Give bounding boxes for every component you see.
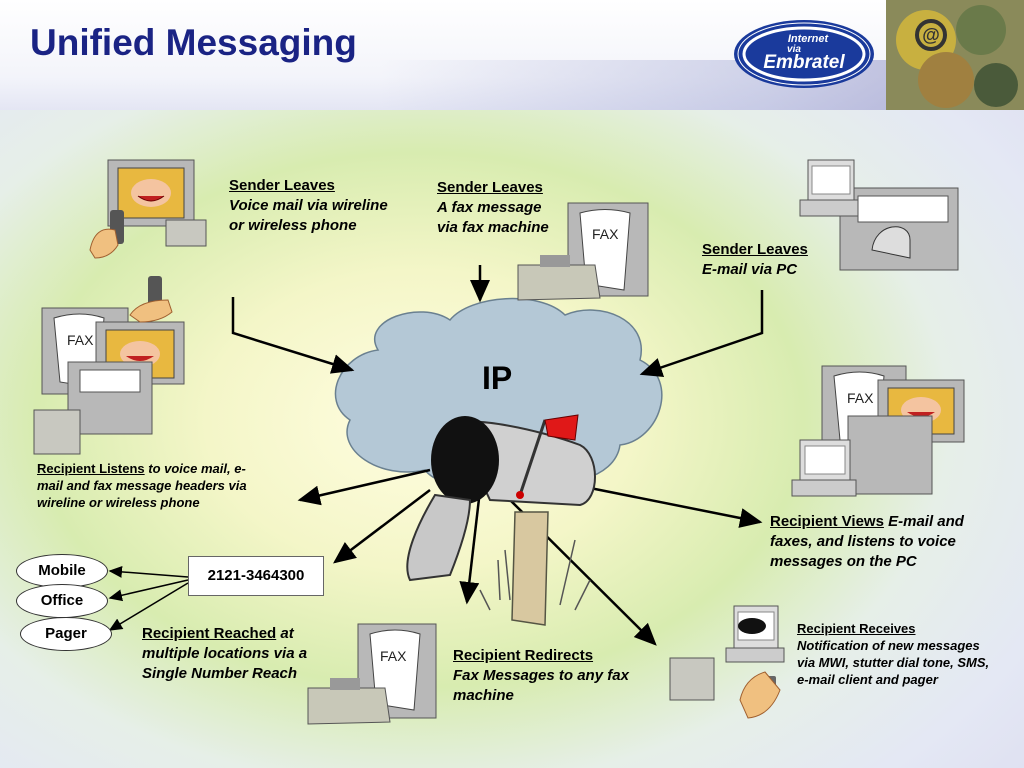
fax-sheet-label: FAX bbox=[67, 332, 94, 348]
location-mobile-oval: Mobile bbox=[16, 554, 108, 588]
fax-sheet-label: FAX bbox=[847, 390, 874, 406]
number-arrows bbox=[108, 565, 189, 631]
recipient-receives-heading: Recipient Receives bbox=[797, 621, 916, 636]
recipient-views-heading: Recipient Views bbox=[770, 513, 884, 530]
embratel-logo: Internet via Embratel bbox=[734, 20, 874, 88]
recipient-reached-heading: Recipient Reached bbox=[142, 625, 277, 642]
svg-text:@: @ bbox=[922, 25, 940, 45]
redirect-fax-icon bbox=[307, 623, 437, 725]
sender-voice-text: Sender Leaves Voice mail via wireline or… bbox=[229, 176, 404, 236]
recipient-reached-text: Recipient Reached at multiple locations … bbox=[142, 624, 352, 684]
sender-fax-text: Sender Leaves A fax message via fax mach… bbox=[437, 178, 565, 238]
recipient-redirects-body: Fax Messages to any fax machine bbox=[453, 667, 629, 704]
email-pc-icon bbox=[799, 159, 959, 271]
mailbox-illustration bbox=[406, 414, 596, 626]
cloud-label: IP bbox=[482, 360, 513, 396]
sender-email-heading: Sender Leaves bbox=[702, 241, 808, 258]
single-number-box: 2121-3464300 bbox=[188, 556, 324, 596]
sender-fax-body: A fax message via fax machine bbox=[437, 199, 549, 236]
fax-sheet-label: FAX bbox=[380, 648, 407, 664]
recipient-listens-heading: Recipient Listens bbox=[37, 461, 145, 476]
notification-devices-icon bbox=[669, 605, 785, 719]
sender-voice-body: Voice mail via wireline or wireless phon… bbox=[229, 197, 388, 234]
recipient-redirects-text: Recipient Redirects Fax Messages to any … bbox=[453, 646, 643, 706]
recipient-views-body: E-mail and faxes, and listens to voice m… bbox=[770, 513, 964, 570]
recipient-views-text: Recipient Views E-mail and faxes, and li… bbox=[770, 512, 990, 572]
recipient-redirects-heading: Recipient Redirects bbox=[453, 647, 594, 664]
sender-fax-heading: Sender Leaves bbox=[437, 179, 543, 196]
recipient-receives-text: Recipient Receives Notification of new m… bbox=[797, 620, 992, 688]
recipient-devices-left bbox=[33, 276, 185, 455]
slide-title: Unified Messaging bbox=[30, 22, 357, 63]
sender-voice-heading: Sender Leaves bbox=[229, 177, 335, 194]
voice-mail-phone-icon bbox=[89, 159, 207, 259]
globe-art-image: @ bbox=[886, 0, 1024, 110]
recipient-receives-body: Notification of new messages via MWI, st… bbox=[797, 638, 990, 687]
sender-email-text: Sender Leaves E-mail via PC bbox=[702, 240, 842, 280]
location-office-oval: Office bbox=[16, 584, 108, 618]
logo-line3: Embratel bbox=[763, 52, 845, 73]
fax-sheet-label: FAX bbox=[592, 226, 619, 242]
recipient-reached-body: at multiple locations via a Single Numbe… bbox=[142, 625, 308, 682]
ip-cloud bbox=[334, 297, 663, 489]
recipient-listens-body: to voice mail, e-mail and fax message he… bbox=[37, 461, 247, 510]
fax-machine-icon bbox=[517, 202, 649, 301]
location-pager-oval: Pager bbox=[20, 617, 112, 651]
sender-email-body: E-mail via PC bbox=[702, 261, 798, 278]
logo-line1: Internet bbox=[788, 33, 830, 45]
logo-line2: via bbox=[787, 44, 801, 55]
recipient-devices-right bbox=[791, 365, 965, 497]
recipient-listens-text: Recipient Listens to voice mail, e-mail … bbox=[37, 460, 269, 511]
